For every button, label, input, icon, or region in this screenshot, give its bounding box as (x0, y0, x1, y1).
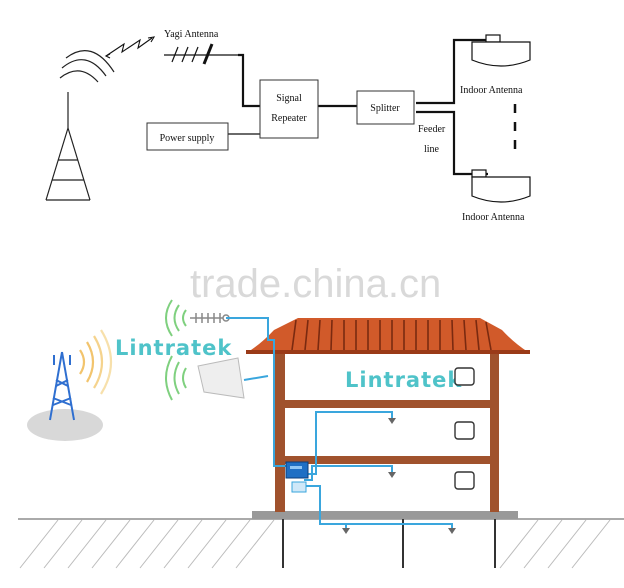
building-foundation (252, 511, 518, 568)
panel-signal-waves (165, 355, 187, 401)
power-supply-box (146, 122, 229, 151)
cell-tower-blue-icon (49, 351, 75, 421)
signal-bolt-icon (104, 36, 156, 59)
indoor-antenna-boxes (454, 367, 475, 490)
power-supply-label: Power supply (160, 133, 215, 144)
repeater-label-line2: Repeater (271, 113, 307, 124)
brand-logo-building: Lintratek (345, 368, 462, 392)
schematic-cables (228, 38, 498, 176)
brand-logo-outdoor: Lintratek (115, 336, 232, 360)
splitter-box (356, 90, 415, 125)
feeder-label-line2: line (424, 144, 440, 155)
indoor-cables (226, 317, 453, 528)
signal-repeater-device (285, 461, 309, 493)
watermark-text: trade.china.cn (190, 262, 441, 306)
illustration: Lintratek (18, 299, 624, 569)
ground (18, 518, 624, 569)
outdoor-yagi-antenna-icon (190, 313, 230, 323)
yagi-signal-waves (165, 299, 187, 337)
building-roof (246, 318, 530, 354)
signal-repeater-box (259, 79, 319, 139)
yagi-antenna-label: Yagi Antenna (164, 29, 219, 40)
splitter-label: Splitter (370, 103, 400, 114)
tower-shadow (27, 409, 103, 441)
yagi-antenna-icon (164, 43, 240, 65)
indoor-antenna-top-icon (471, 34, 531, 67)
feeder-label-line1: Feeder (418, 124, 446, 135)
cell-tower-icon (45, 50, 115, 201)
schematic: Yagi Antenna Signal Repeater Power suppl… (45, 29, 531, 223)
indoor-antenna-top-label: Indoor Antenna (460, 85, 523, 96)
repeater-label-line1: Signal (276, 93, 302, 104)
outdoor-panel-antenna-icon (197, 357, 269, 399)
tower-signal-waves (79, 329, 112, 395)
indoor-antenna-bottom-icon (471, 169, 531, 203)
ceiling-antenna-icons (342, 418, 456, 534)
indoor-antenna-bottom-label: Indoor Antenna (462, 212, 525, 223)
